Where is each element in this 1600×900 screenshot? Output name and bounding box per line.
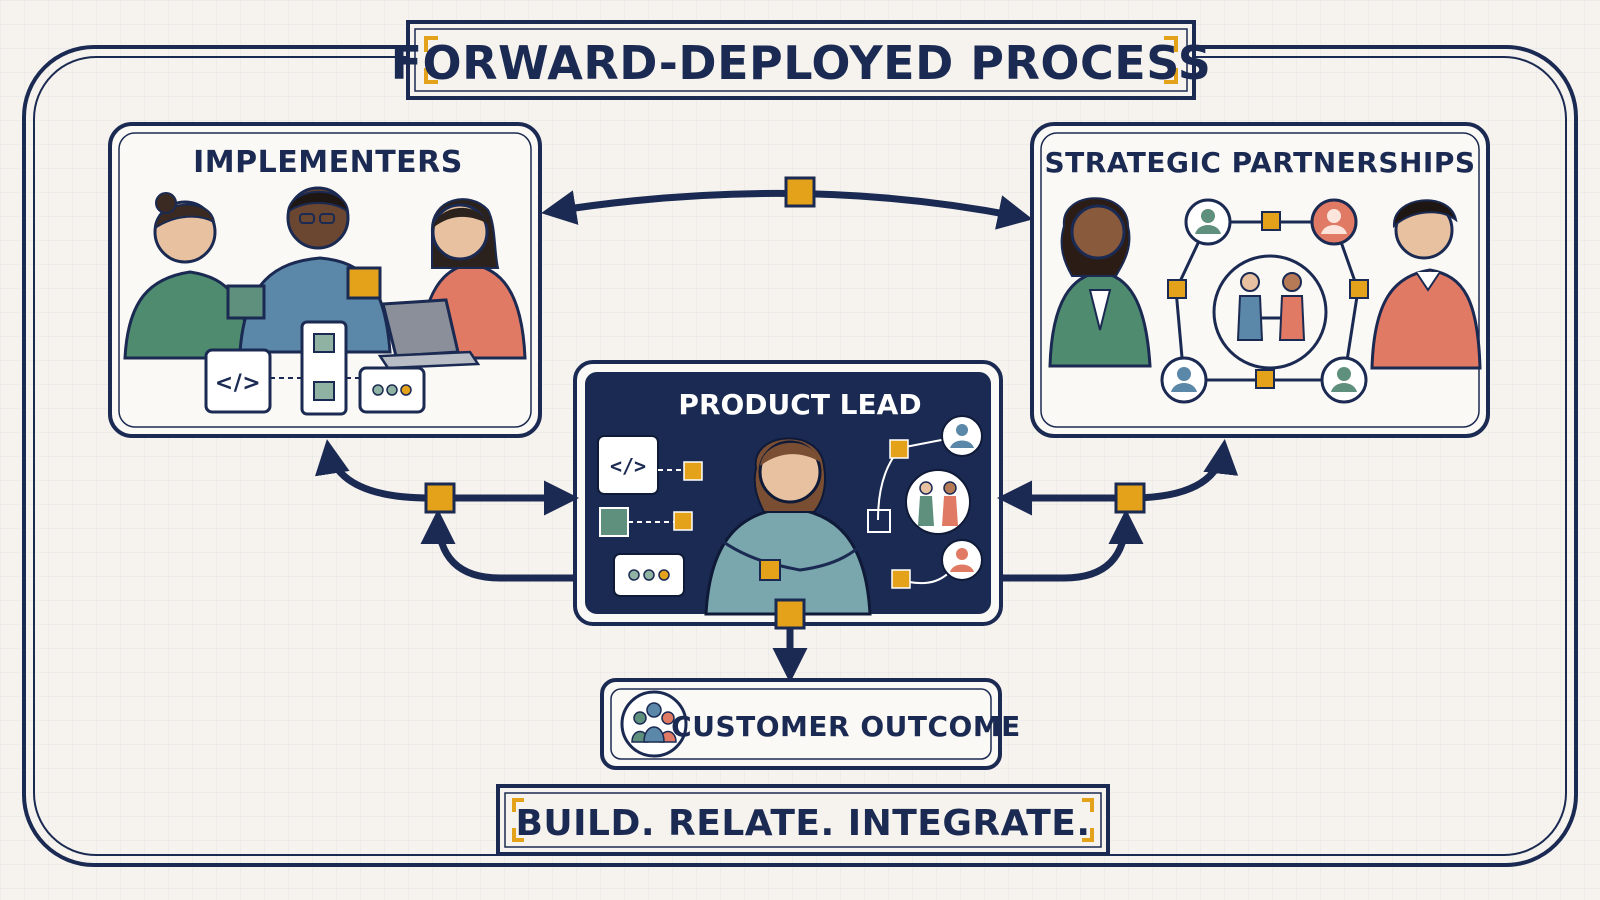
connector-square-icon — [891, 569, 911, 589]
product-lead-person-icon — [704, 437, 882, 616]
tagline: BUILD. RELATE. INTEGRATE. — [515, 803, 1090, 844]
connector-square-icon — [1261, 211, 1281, 231]
connector-square-icon — [1349, 279, 1369, 299]
svg-text:</>: </> — [610, 454, 646, 478]
people-group-icon — [620, 690, 688, 758]
arrow-product-lead-implementers-return — [420, 509, 574, 582]
dots-icon — [358, 366, 426, 414]
person-avatar-icon — [1310, 198, 1358, 246]
connector-square-icon — [759, 559, 781, 581]
connector-square-icon — [774, 598, 806, 630]
code-icon: </> — [204, 348, 272, 414]
partner-person-icon — [1370, 199, 1482, 370]
connector-square-icon — [1167, 279, 1187, 299]
tagline-banner: BUILD. RELATE. INTEGRATE. — [496, 784, 1110, 856]
connector-square-icon — [599, 507, 629, 537]
connector-square-icon — [683, 461, 703, 481]
customer-outcome-box: CUSTOMER OUTCOME — [600, 678, 1021, 770]
connector-square-icon — [1114, 482, 1146, 514]
implementer-person-icon — [123, 192, 252, 360]
partner-person-icon — [1048, 197, 1152, 368]
person-avatar-icon — [1320, 356, 1368, 404]
connector-square-icon — [346, 266, 382, 300]
customer-outcome-label: CUSTOMER OUTCOME — [671, 710, 1021, 743]
implementers-panel: IMPLEMENTERS — [108, 122, 542, 438]
connector-square-icon — [226, 284, 266, 320]
person-avatar-icon — [1184, 198, 1232, 246]
connector-square-icon — [784, 176, 816, 208]
page-title: FORWARD-DEPLOYED PROCESS — [391, 36, 1212, 90]
svg-text:</>: </> — [215, 371, 261, 396]
arrow-implementers-product-lead — [314, 439, 579, 516]
connector-square-icon — [673, 511, 693, 531]
arrow-partnerships-product-lead — [997, 439, 1239, 516]
dots-icon — [613, 553, 685, 597]
arrow-nodes — [424, 176, 1146, 630]
product-lead-panel: PRODUCT LEAD </> — [573, 360, 1003, 626]
person-avatar-icon — [941, 539, 983, 581]
implementers-label: IMPLEMENTERS — [193, 145, 463, 180]
connector-square-icon — [889, 439, 909, 459]
arrow-product-lead-partnerships-return — [1002, 509, 1144, 582]
code-icon: </> — [597, 435, 659, 495]
module-stack-icon — [270, 320, 360, 416]
laptop-icon — [377, 298, 481, 370]
handshake-icon — [1236, 272, 1306, 341]
product-lead-label: PRODUCT LEAD — [678, 388, 921, 421]
partnerships-label: STRATEGIC PARTNERSHIPS — [1044, 146, 1475, 179]
person-avatar-icon — [1160, 356, 1208, 404]
handshake-icon — [905, 469, 971, 535]
connector-square-icon — [1255, 369, 1275, 389]
partnerships-panel: STRATEGIC PARTNERSHIPS — [1030, 122, 1490, 438]
person-avatar-icon — [941, 415, 983, 457]
connector-square-icon — [424, 482, 456, 514]
title-banner: FORWARD-DEPLOYED PROCESS — [391, 20, 1212, 100]
